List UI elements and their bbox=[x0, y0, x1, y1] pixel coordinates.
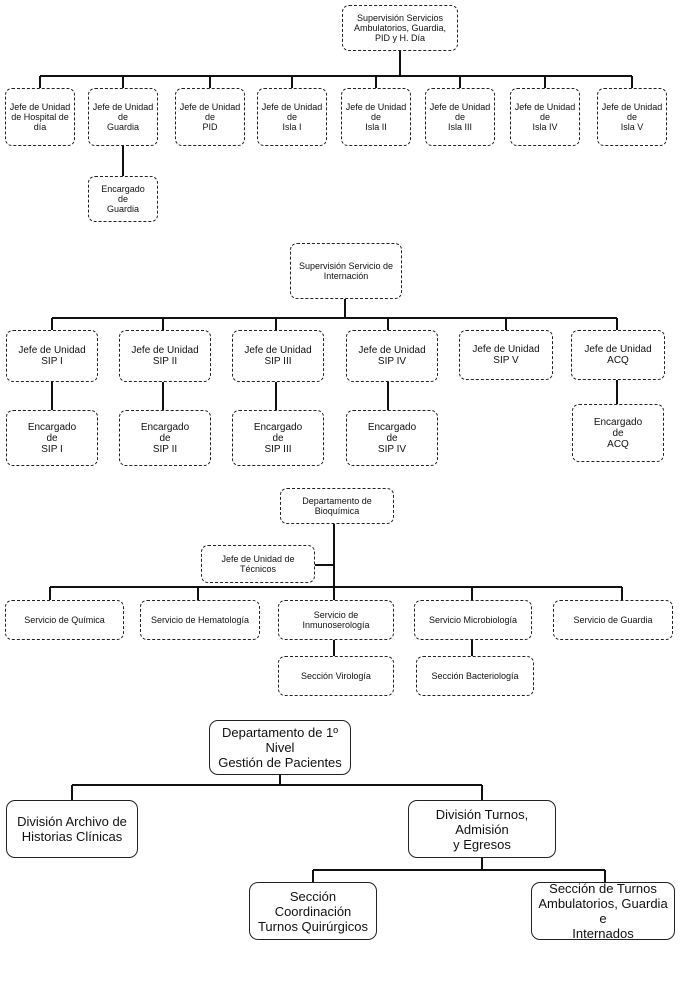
jefe-isla-4-box: Jefe de Unidad de Isla IV bbox=[510, 88, 580, 146]
supervision-internacion-box: Supervisión Servicio de Internación bbox=[290, 243, 402, 299]
jefe-sip-2-box: Jefe de Unidad SIP II bbox=[119, 330, 211, 382]
division-turnos-box: División Turnos, Admisión y Egresos bbox=[408, 800, 556, 858]
jefe-isla-3-box: Jefe de Unidad de Isla III bbox=[425, 88, 495, 146]
jefe-sip-4-box: Jefe de Unidad SIP IV bbox=[346, 330, 438, 382]
seccion-virologia-box: Sección Virología bbox=[278, 656, 394, 696]
departamento-gestion-pacientes-box: Departamento de 1º Nivel Gestión de Paci… bbox=[209, 720, 351, 775]
servicio-guardia-box: Servicio de Guardia bbox=[553, 600, 673, 640]
servicio-microbiologia-box: Servicio Microbiología bbox=[414, 600, 532, 640]
encargado-sip-1-box: Encargado de SIP I bbox=[6, 410, 98, 466]
jefe-hospital-dia-box: Jefe de Unidad de Hospital de día bbox=[5, 88, 75, 146]
servicio-quimica-box: Servicio de Química bbox=[5, 600, 124, 640]
jefe-guardia-box: Jefe de Unidad de Guardia bbox=[88, 88, 158, 146]
jefe-isla-5-box: Jefe de Unidad de Isla V bbox=[597, 88, 667, 146]
division-archivo-box: División Archivo de Historias Clínicas bbox=[6, 800, 138, 858]
encargado-sip-4-box: Encargado de SIP IV bbox=[346, 410, 438, 466]
seccion-coordinacion-box: Sección Coordinación Turnos Quirúrgicos bbox=[249, 882, 377, 940]
jefe-acq-box: Jefe de Unidad ACQ bbox=[571, 330, 665, 380]
servicio-inmunoserologia-box: Servicio de Inmunoserología bbox=[278, 600, 394, 640]
jefe-isla-2-box: Jefe de Unidad de Isla II bbox=[341, 88, 411, 146]
jefe-tecnicos-box: Jefe de Unidad de Técnicos bbox=[201, 545, 315, 583]
encargado-acq-box: Encargado de ACQ bbox=[572, 404, 664, 462]
jefe-sip-1-box: Jefe de Unidad SIP I bbox=[6, 330, 98, 382]
encargado-sip-3-box: Encargado de SIP III bbox=[232, 410, 324, 466]
seccion-turnos-ambulatorios-box: Sección de Turnos Ambulatorios, Guardia … bbox=[531, 881, 675, 941]
encargado-guardia-box: Encargado de Guardia bbox=[88, 176, 158, 222]
encargado-sip-2-box: Encargado de SIP II bbox=[119, 410, 211, 466]
jefe-pid-box: Jefe de Unidad de PID bbox=[175, 88, 245, 146]
departamento-bioquimica-box: Departamento de Bioquímica bbox=[280, 488, 394, 524]
jefe-isla-1-box: Jefe de Unidad de Isla I bbox=[257, 88, 327, 146]
jefe-sip-5-box: Jefe de Unidad SIP V bbox=[459, 330, 553, 380]
servicio-hematologia-box: Servicio de Hematología bbox=[140, 600, 260, 640]
supervision-ambulatorios-box: Supervisión Servicios Ambulatorios, Guar… bbox=[342, 5, 458, 51]
seccion-bacteriologia-box: Sección Bacteriología bbox=[416, 656, 534, 696]
jefe-sip-3-box: Jefe de Unidad SIP III bbox=[232, 330, 324, 382]
